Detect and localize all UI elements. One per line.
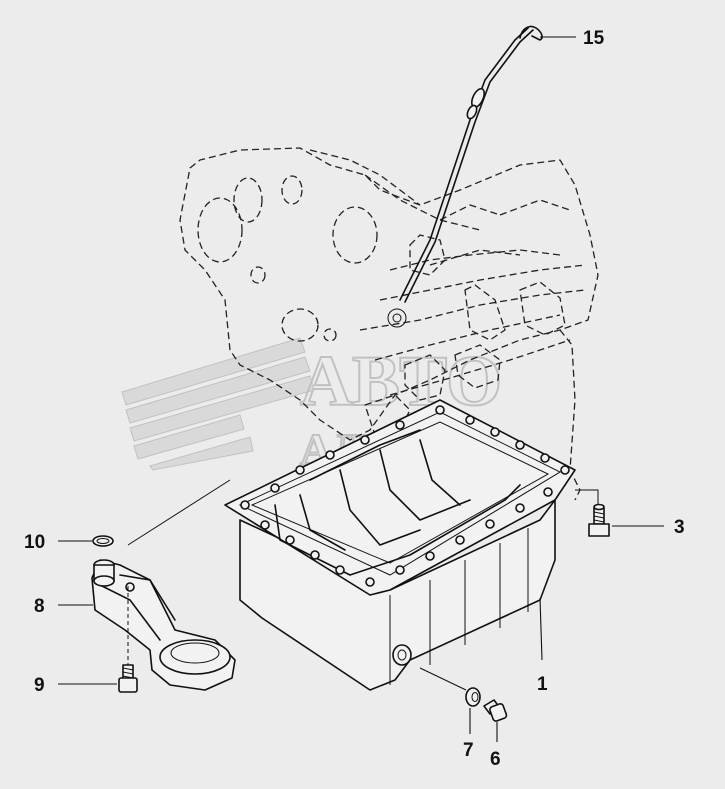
callout-7: 7: [463, 740, 474, 761]
leader-lines: [58, 36, 664, 742]
callout-labels: 15 3 10 8 9 1 7 6: [24, 28, 685, 770]
callout-9: 9: [34, 675, 45, 696]
watermark-line-1: АВТО: [300, 341, 502, 421]
engine-block-outline: [179, 147, 599, 501]
oil-pan: [224, 399, 576, 691]
callout-3: 3: [674, 517, 685, 538]
drain-boss: [392, 644, 412, 666]
watermark-emblem: [121, 337, 315, 471]
callout-1: 1: [537, 674, 548, 695]
callout-15: 15: [583, 28, 605, 49]
o-ring: [92, 535, 114, 547]
callout-8: 8: [34, 596, 45, 617]
pan-bolt: [588, 503, 610, 537]
flange-bolt-holes: [240, 405, 570, 587]
dipstick: [399, 25, 543, 303]
callout-10: 10: [24, 532, 45, 553]
drain-plug: [483, 699, 508, 722]
callout-6: 6: [490, 749, 501, 770]
drain-washer: [465, 687, 481, 707]
pickup-bolt: [118, 664, 138, 693]
oil-pickup-strainer: [91, 559, 236, 691]
